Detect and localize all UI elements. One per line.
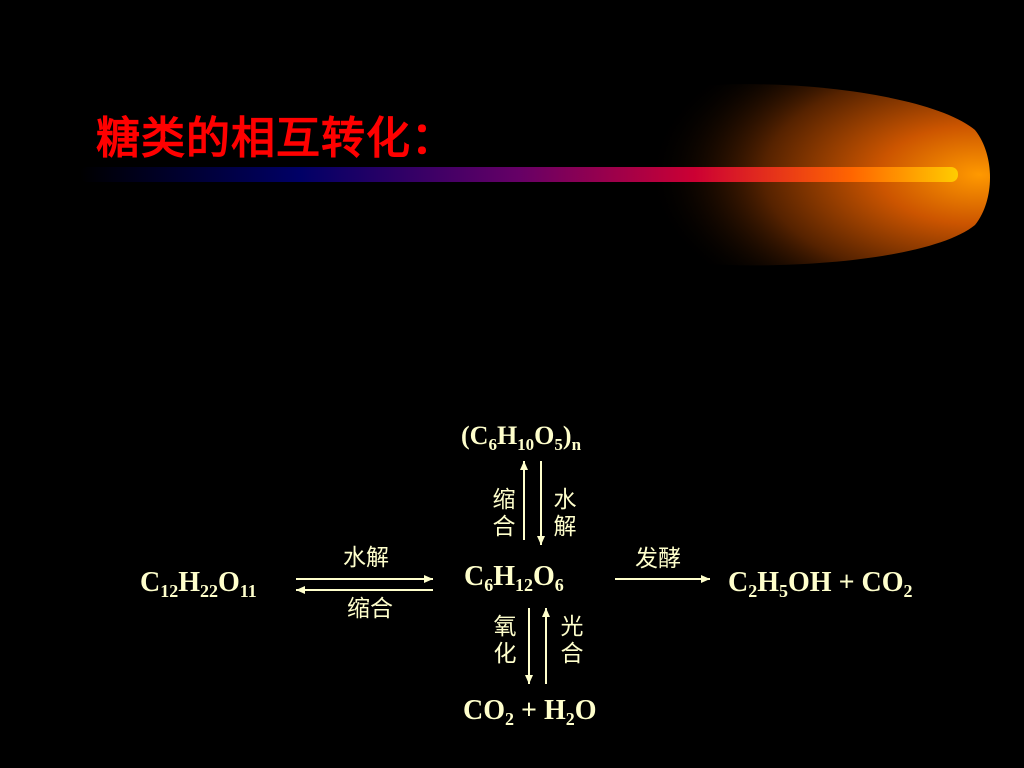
label-fermentation: 发酵: [635, 546, 681, 572]
label-photosynthesis: 光合: [560, 614, 584, 667]
polysaccharide-formula: (C6H10O5)n: [461, 421, 582, 454]
fermentation-product-formula: C2H5OH + CO2: [728, 567, 913, 601]
disaccharide-formula: C12H22O11: [140, 567, 257, 601]
label-hydrolysis-horizontal: 水解: [343, 545, 389, 571]
slide-title: 糖类的相互转化：: [96, 113, 456, 164]
label-condensation-horizontal: 缩合: [347, 596, 393, 622]
monosaccharide-formula: C6H12O6: [464, 561, 564, 595]
label-hydrolysis-vertical: 水解: [553, 487, 577, 540]
oxidation-product-formula: CO2 + H2O: [463, 695, 597, 729]
gradient-beam: [80, 167, 958, 182]
label-condensation-vertical: 缩合: [492, 487, 516, 540]
label-oxidation: 氧化: [493, 614, 517, 667]
